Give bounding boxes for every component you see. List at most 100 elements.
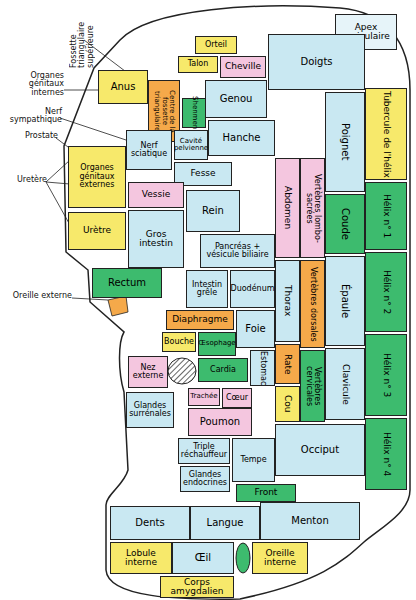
zone-label: Bouche [164, 338, 194, 346]
zone-label: Genou [220, 94, 253, 105]
zone-label: Cou [283, 395, 292, 413]
ear-zone: Cheville [220, 56, 266, 78]
callout-label: Prostate [10, 132, 58, 144]
zone-label: Poumon [200, 417, 240, 428]
zone-label: Hélix n° 2 [381, 270, 390, 314]
callout-label: Fossette triangulaire supérieure [70, 4, 96, 68]
ear-zone: Hélix n° 1 [365, 182, 407, 250]
zone-label: Abdomen [283, 186, 292, 229]
ear-zone: Vertèbres lombo-sacrées [300, 158, 325, 258]
ear-zone: Triple réchauffeur [178, 438, 230, 464]
zone-label: Doigts [300, 57, 332, 68]
ear-zone: Tubercule de l'hélix [365, 88, 407, 180]
zone-label: Glandes endocrines [181, 471, 229, 488]
ear-zone: Cardia [198, 358, 248, 382]
ear-zone: Talon [178, 56, 218, 73]
zone-label: Organes génitaux externes [69, 164, 125, 189]
zone-label: Poignet [340, 123, 351, 160]
ear-zone: Hanche [208, 120, 275, 156]
ear-zone: Rate [275, 344, 300, 384]
ear-zone: Coude [325, 194, 365, 254]
ear-zone: Corps amygdalien [160, 576, 234, 598]
zone-label: Tubercule de l'hélix [381, 91, 390, 178]
zone-label: Épaule [340, 284, 351, 318]
ear-zone: Rectum [92, 268, 162, 298]
zone-label: Front [255, 488, 278, 497]
zone-label: Cheville [225, 62, 261, 71]
ear-zone: Pancréas + vésicule biliaire [200, 234, 275, 268]
ear-zone: Hélix n° 2 [365, 252, 407, 332]
callout-label: Uretère [2, 176, 47, 188]
ear-zone: Glandes endocrines [180, 466, 230, 492]
ear-zone: Menton [260, 502, 360, 540]
ear-zone: Estomac [250, 350, 275, 386]
ear-zone: Foie [236, 310, 275, 348]
zone-label: Corps amygdalien [161, 578, 233, 597]
ear-zone: Hélix n° 3 [365, 334, 407, 416]
zone-label: Thorax [283, 285, 292, 316]
zone-label: Duodénum [230, 285, 274, 293]
zone-label: Vessie [142, 190, 170, 199]
ear-zone: Duodénum [230, 270, 275, 308]
zone-label: Hanche [223, 133, 261, 144]
zone-label: Hélix n° 4 [381, 432, 390, 476]
zone-label: Talon [188, 60, 209, 68]
ear-zone: Nerf sciatique [126, 130, 172, 170]
zone-label: Orteil [205, 41, 227, 49]
ear-zone: Diaphragme [166, 310, 234, 330]
zone-label: Estomac [258, 351, 266, 385]
ear-zone: Cavité pelvienne [174, 130, 208, 160]
ear-zone: Trachée [188, 388, 220, 406]
ear-zone: Cœur [222, 388, 252, 408]
zone-label: Œsophage [198, 340, 235, 347]
zone-label: Oreille interne [253, 549, 307, 568]
zone-label: Occiput [301, 445, 339, 456]
zone-label: Foie [245, 324, 265, 335]
ear-zone: Rein [186, 190, 240, 232]
ear-zone: Doigts [268, 34, 365, 90]
ear-zone: Langue [190, 506, 260, 540]
ear-zone: Vertèbres dorsales [300, 260, 325, 348]
zone-label: Intestin grêle [187, 281, 227, 298]
zone-label: Cœur [226, 394, 248, 402]
ear-zone: Anus [98, 70, 148, 104]
zone-label: Hélix n° 1 [381, 194, 390, 238]
zone-label: Cavité pelvienne [174, 138, 208, 153]
zone-label: Glandes surrénales [127, 402, 173, 419]
zone-label: Lobule interne [111, 549, 171, 568]
ear-zone: Genou [205, 80, 267, 118]
ear-zone: Thorax [275, 260, 300, 342]
zone-label: Nez externe [129, 364, 167, 381]
ear-zone: Organes génitaux externes [68, 146, 126, 208]
ear-zone: Glandes surrénales [126, 392, 174, 428]
ear-zone: Œsophage [198, 332, 236, 356]
zone-label: Clavicule [340, 364, 349, 405]
ear-zone: Shenmen [182, 98, 206, 128]
ear-zone: Front [236, 484, 296, 502]
ear-zone: Nez externe [128, 356, 168, 388]
zone-label: Vertèbres cervicales [304, 351, 321, 421]
zone-label: Dents [135, 518, 164, 529]
callout-label: Nerf sympathique [2, 108, 62, 130]
ear-zone: Vessie [128, 182, 184, 208]
zone-label: Trachée [190, 393, 217, 400]
ear-zone: Hélix n° 4 [365, 418, 407, 490]
zone-label: Œil [195, 553, 211, 564]
ear-zone: Poignet [325, 92, 365, 192]
ear-zone: Œil [172, 542, 234, 574]
ear-zone: Urètre [68, 212, 126, 250]
ear-zone: Vertèbres cervicales [300, 350, 325, 422]
zone-label: Diaphragme [172, 315, 228, 324]
zone-label: Fesse [190, 169, 215, 178]
zone-label: Rein [202, 206, 224, 217]
zone-label: Gros intestin [129, 230, 183, 249]
ear-zone: Gros intestin [128, 210, 184, 268]
zone-label: Rectum [108, 278, 146, 289]
zone-label: Langue [207, 518, 244, 529]
zone-label: Nerf sciatique [127, 142, 171, 159]
ear-zone: Oreille interne [252, 542, 308, 574]
zone-label: Coude [340, 208, 351, 240]
ear-zone: Cou [275, 386, 300, 422]
zone-label: Tempe [240, 456, 266, 464]
